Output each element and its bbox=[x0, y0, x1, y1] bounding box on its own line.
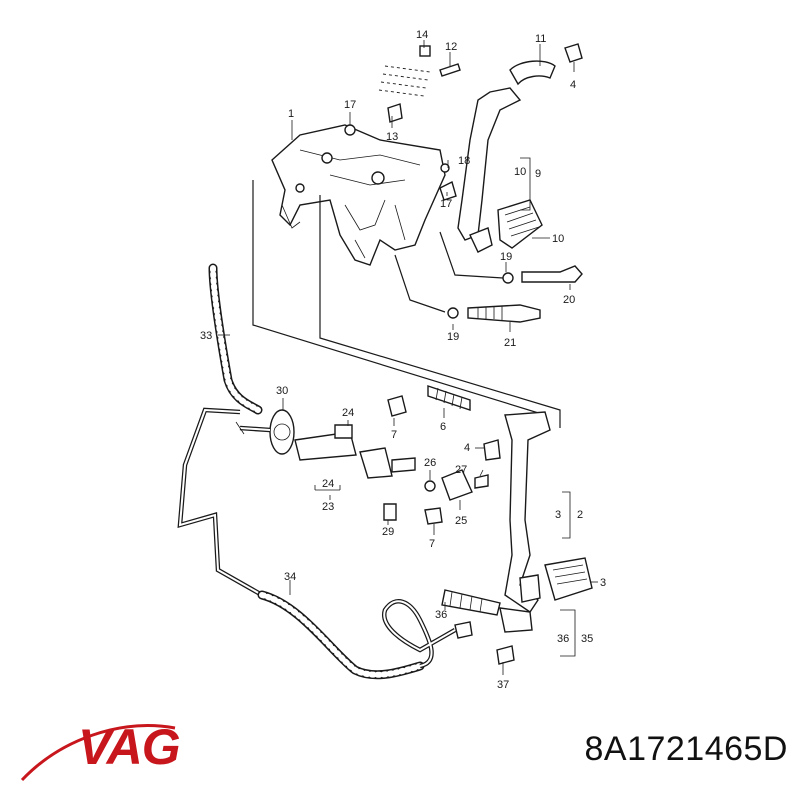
callout-9: 9 bbox=[535, 168, 541, 180]
callout-7-bottom: 7 bbox=[429, 538, 435, 550]
part-number: 8A1721465D bbox=[584, 730, 788, 768]
hydraulic-line bbox=[177, 407, 457, 680]
callout-19-top: 19 bbox=[500, 251, 512, 263]
callout-7-top: 7 bbox=[391, 429, 397, 441]
reservoir-hose bbox=[208, 263, 263, 415]
callout-36-left: 36 bbox=[435, 609, 447, 621]
callout-4-top: 4 bbox=[570, 79, 576, 91]
callout-24-top: 24 bbox=[342, 407, 354, 419]
callout-1: 1 bbox=[288, 108, 294, 120]
brand-logo: VAG bbox=[78, 719, 181, 775]
callout-labels: 1 14 12 11 4 17 13 18 17 10 9 10 19 20 1… bbox=[200, 29, 606, 691]
pedal-switches bbox=[447, 265, 583, 323]
callout-3-pad: 3 bbox=[600, 577, 606, 589]
leader-lines bbox=[218, 40, 598, 675]
callout-25: 25 bbox=[455, 515, 467, 527]
vag-logo-swoosh bbox=[20, 724, 176, 782]
callout-36-right: 36 bbox=[557, 633, 569, 645]
callout-17-left: 17 bbox=[344, 99, 356, 111]
callout-37: 37 bbox=[497, 679, 509, 691]
reference-lines bbox=[252, 180, 561, 428]
callout-10-pad: 10 bbox=[552, 233, 564, 245]
callout-33: 33 bbox=[200, 330, 212, 342]
callout-34: 34 bbox=[284, 571, 296, 583]
callout-20: 20 bbox=[563, 294, 575, 306]
callout-6: 6 bbox=[440, 421, 446, 433]
callout-21: 21 bbox=[504, 337, 516, 349]
clutch-pedal-upper bbox=[457, 43, 583, 253]
slave-cylinder bbox=[441, 589, 533, 665]
callout-18: 18 bbox=[458, 155, 470, 167]
pedal-bracket bbox=[271, 124, 446, 266]
callout-13: 13 bbox=[386, 131, 398, 143]
callout-35: 35 bbox=[581, 633, 593, 645]
callout-17-right: 17 bbox=[440, 198, 452, 210]
callout-23: 23 bbox=[322, 501, 334, 513]
callout-29: 29 bbox=[382, 526, 394, 538]
callout-26: 26 bbox=[424, 457, 436, 469]
callout-10-top: 10 bbox=[514, 166, 526, 178]
callout-3-mid: 3 bbox=[555, 509, 561, 521]
callout-2: 2 bbox=[577, 509, 583, 521]
small-hardware-top bbox=[344, 45, 461, 201]
mid-hardware bbox=[383, 385, 501, 525]
callout-24-bottom: 24 bbox=[322, 478, 334, 490]
clutch-pedal-lower bbox=[504, 411, 593, 613]
callout-14: 14 bbox=[416, 29, 428, 41]
callout-11: 11 bbox=[535, 33, 546, 45]
callout-12: 12 bbox=[445, 41, 457, 53]
callout-30: 30 bbox=[276, 385, 288, 397]
callout-4-mid: 4 bbox=[464, 442, 470, 454]
callout-19-bottom: 19 bbox=[447, 331, 459, 343]
master-cylinder bbox=[235, 409, 416, 479]
callout-27: 27 bbox=[455, 464, 467, 476]
